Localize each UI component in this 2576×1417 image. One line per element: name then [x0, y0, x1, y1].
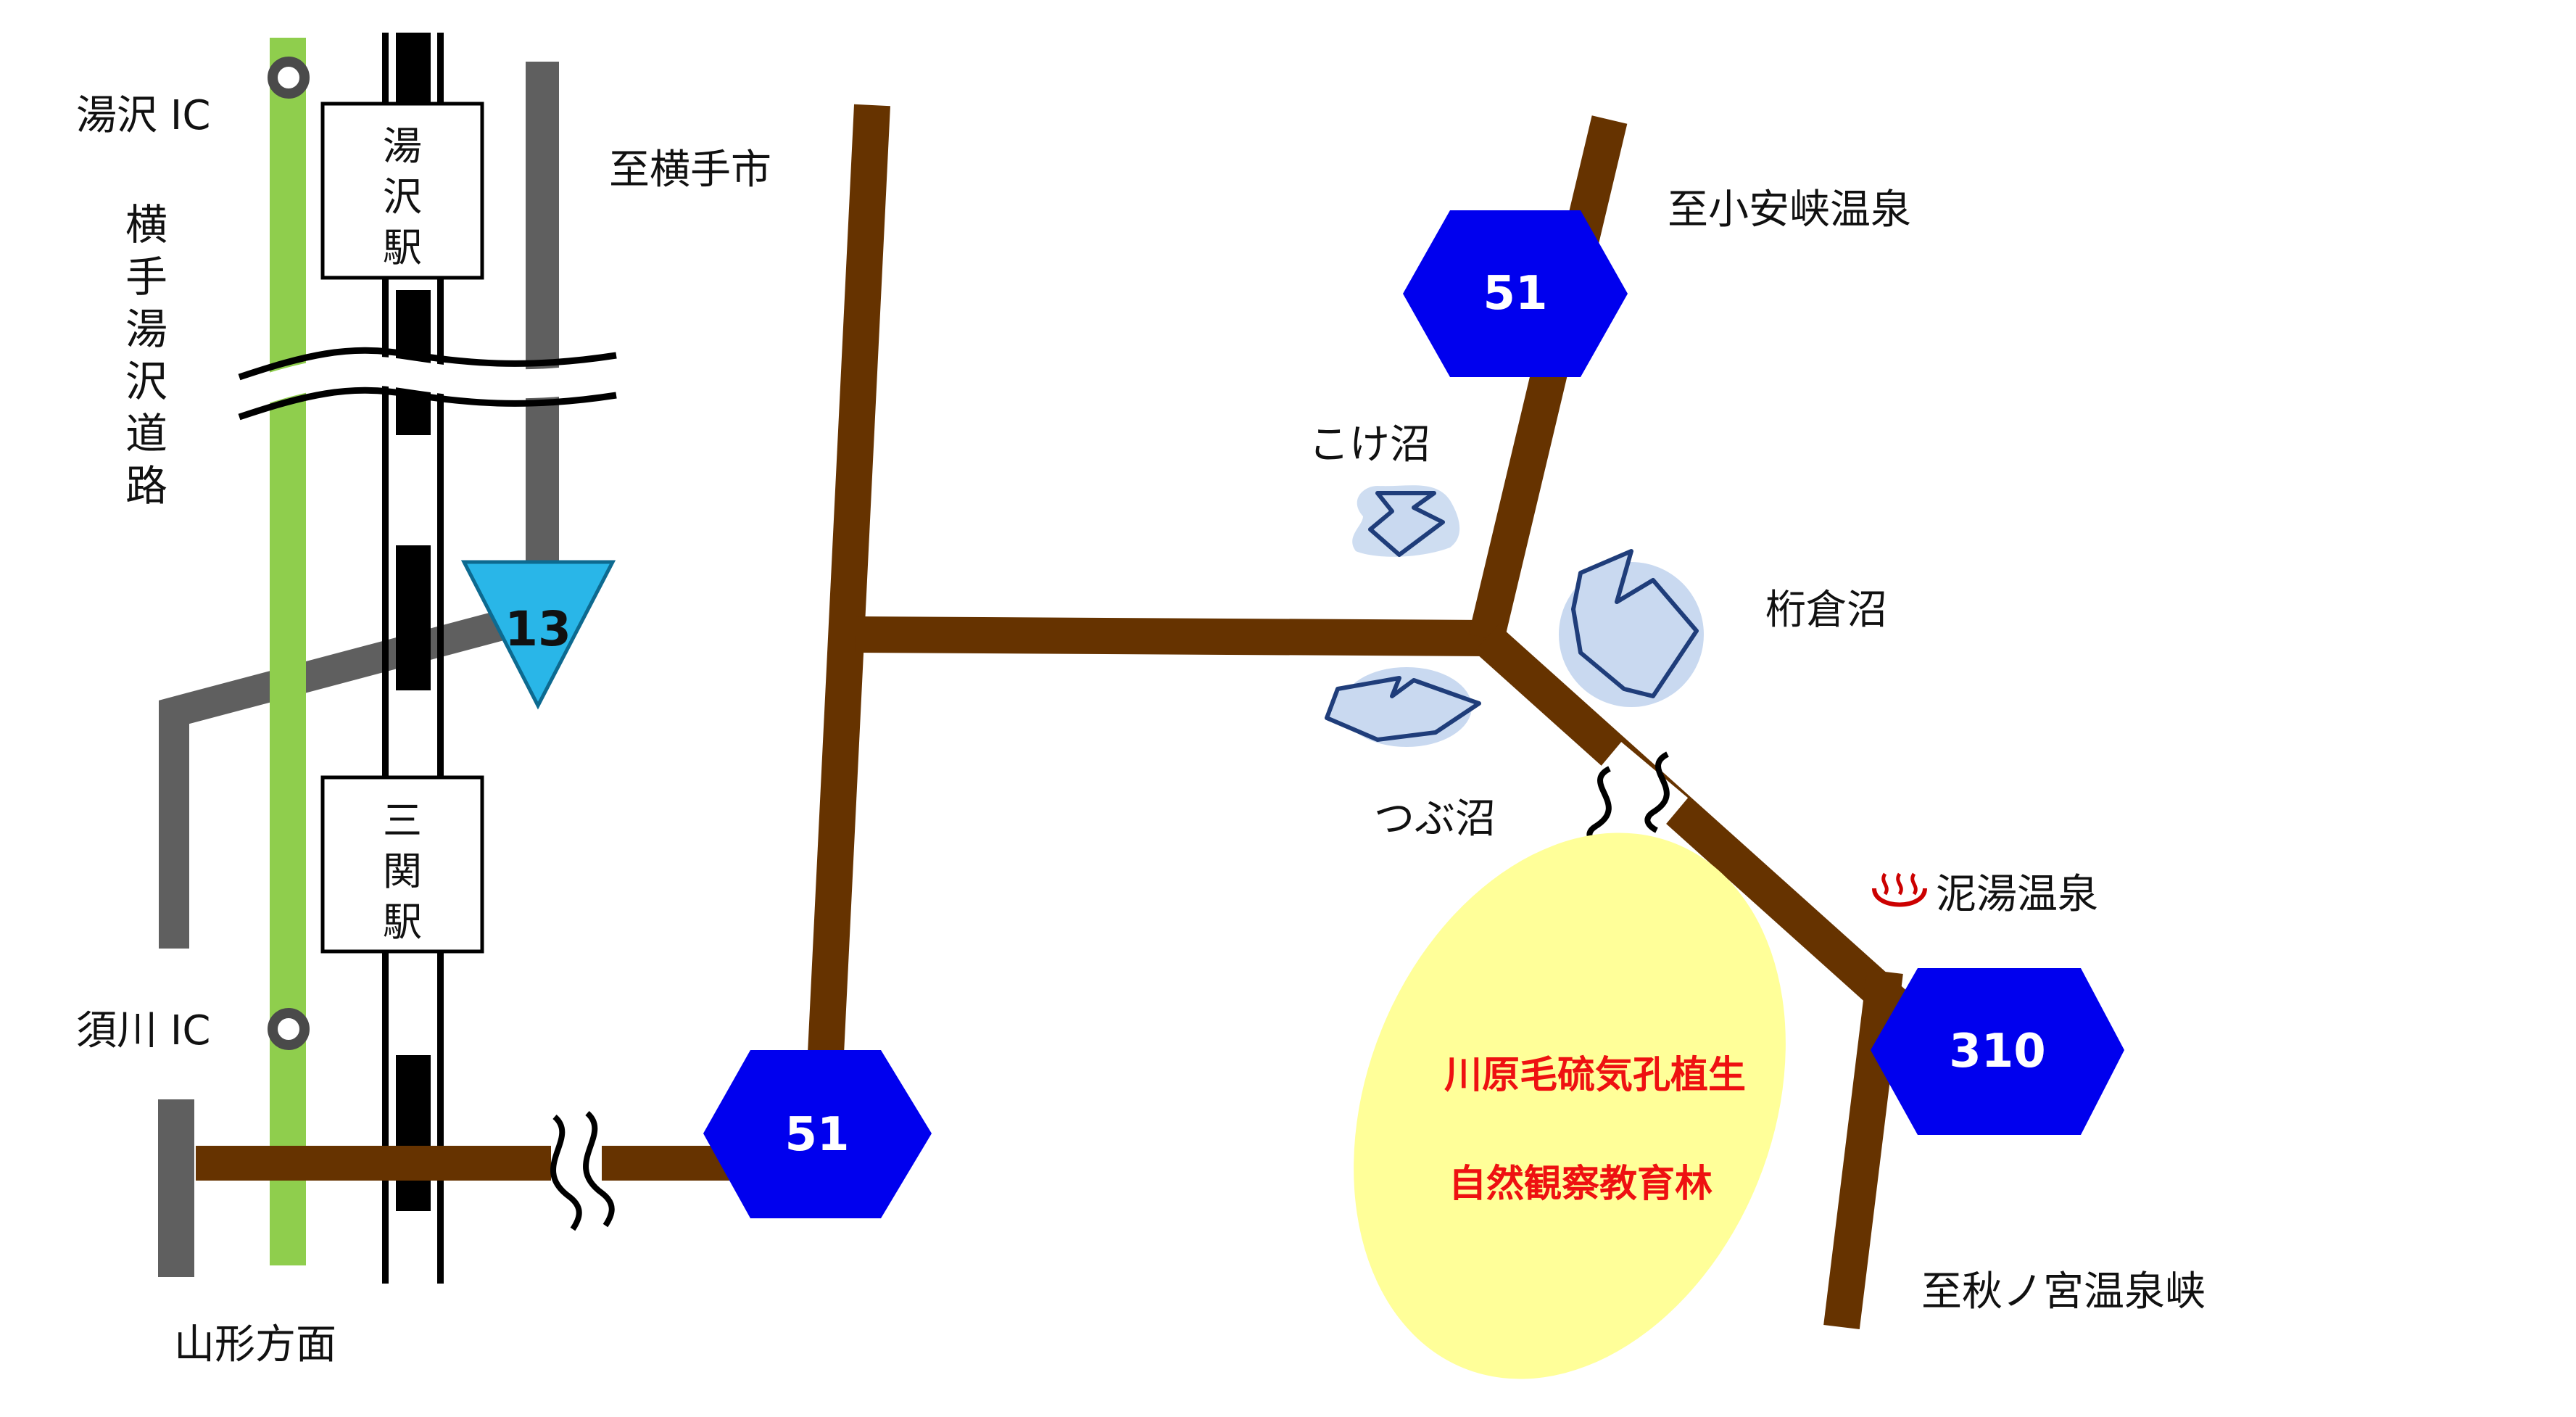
- yuzawa-ic-marker: [268, 57, 310, 99]
- pond-tsubu: [1325, 667, 1481, 747]
- svg-text:三: 三: [383, 798, 422, 843]
- label-ketakura-numa: 桁倉沼: [1765, 587, 1887, 634]
- svg-text:湯: 湯: [125, 305, 167, 354]
- svg-text:路: 路: [125, 461, 167, 511]
- gray-road-south: [158, 1099, 194, 1277]
- svg-text:関: 関: [383, 848, 422, 894]
- railway-block: [396, 33, 431, 105]
- svg-text:駅: 駅: [383, 899, 422, 945]
- label-to-yokote: 至横手市: [609, 146, 771, 194]
- route51-north-shield[interactable]: [1403, 210, 1628, 377]
- route13-shield[interactable]: [460, 560, 616, 710]
- break-mark: [238, 347, 617, 381]
- svg-text:沢: 沢: [383, 174, 422, 220]
- expressway: [270, 38, 306, 1265]
- label-yuzawa-station: 湯 沢 駅: [383, 123, 422, 270]
- station-box-mitsuseki: [320, 775, 484, 954]
- svg-text:沢: 沢: [125, 357, 167, 406]
- route310-number: 310: [1949, 1025, 2046, 1078]
- label-expressway-name: 横 手 湯 沢 道 路: [125, 200, 167, 511]
- road-r51-vertical: [804, 104, 890, 1129]
- station-box-yuzawa: [320, 102, 484, 280]
- hot-spring-icon: [1872, 872, 1927, 907]
- label-tsubu-numa: つぶ沼: [1374, 796, 1496, 843]
- railway-rail-right: [437, 33, 444, 1284]
- kawarage-forest-area: [1354, 833, 1786, 1379]
- forest-label-line1: 川原毛硫気孔植生: [1444, 1054, 1746, 1097]
- break-mark: [238, 387, 617, 421]
- svg-text:駅: 駅: [383, 225, 422, 270]
- route51-south-number: 51: [784, 1108, 849, 1162]
- break-mark: [550, 1114, 582, 1231]
- railway-block: [396, 545, 431, 690]
- pond-koke: [1352, 485, 1460, 557]
- railway-block: [396, 1055, 431, 1211]
- label-yamagata: 山形方面: [174, 1321, 336, 1368]
- road-r51-horizontal: [855, 616, 1487, 656]
- label-doroyu-onsen: 泥湯温泉: [1936, 871, 2098, 918]
- road-r51-north: [1468, 115, 1628, 643]
- svg-text:手: 手: [125, 252, 167, 302]
- label-mitsuseki-station: 三 関 駅: [383, 798, 422, 945]
- label-yuzawa-ic: 湯沢 IC: [76, 92, 210, 139]
- svg-text:湯: 湯: [383, 123, 422, 169]
- break-mark: [583, 1110, 615, 1228]
- label-koke-numa: こけ沼: [1309, 421, 1430, 468]
- route51-north-number: 51: [1483, 267, 1547, 321]
- route51-south-shield[interactable]: [703, 1050, 932, 1218]
- route310-shield[interactable]: [1871, 968, 2124, 1135]
- sukawa-ic-marker: [268, 1008, 310, 1050]
- forest-label-line2: 自然観察教育林: [1449, 1162, 1712, 1206]
- label-sukawa-ic: 須川 IC: [76, 1007, 210, 1054]
- svg-text:道: 道: [125, 409, 167, 458]
- gray-road-north: [526, 62, 559, 562]
- railway-rail-left: [382, 33, 389, 1284]
- road-r310-south: [1823, 969, 1903, 1330]
- break-mark: [1644, 751, 1670, 833]
- road-to-310: [1474, 624, 1919, 1029]
- pond-ketakura: [1559, 549, 1704, 707]
- label-to-koyasukyo: 至小安峡温泉: [1668, 186, 1911, 234]
- route13-number: 13: [505, 601, 571, 657]
- svg-text:横: 横: [125, 200, 167, 249]
- label-to-akinomiya: 至秋ノ宮温泉峡: [1921, 1268, 2206, 1315]
